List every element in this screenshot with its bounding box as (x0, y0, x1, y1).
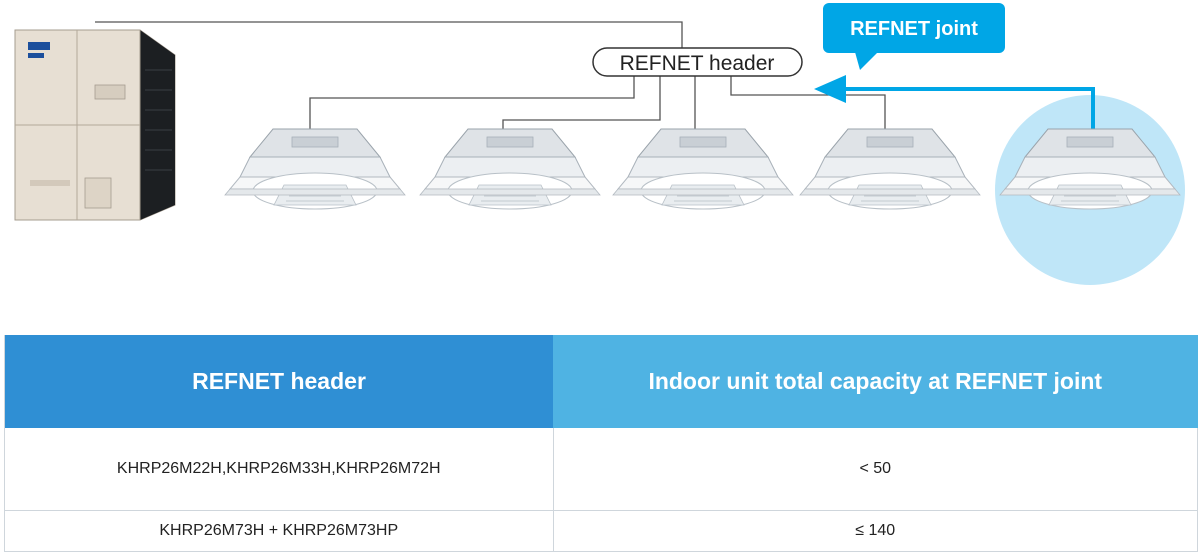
indoor-unit-2 (419, 128, 601, 210)
indoor-unit-3 (612, 128, 794, 210)
column-header-refnet-header: REFNET header (4, 335, 553, 428)
table-cell-model: KHRP26M73H + KHRP26M73HP (4, 510, 554, 552)
refnet-header-label: REFNET header (592, 47, 803, 77)
cassette-unit-icon (799, 128, 981, 210)
cassette-unit-icon (419, 128, 601, 210)
table-row: KHRP26M73H + KHRP26M73HP ≤ 140 (4, 510, 1198, 552)
callout-label: REFNET joint (850, 18, 978, 40)
table-header-row: REFNET header Indoor unit total capacity… (4, 335, 1198, 428)
table-cell-model: KHRP26M22H,KHRP26M33H,KHRP26M72H (4, 428, 554, 511)
piping-diagram: REFNET joint REFNET header (14, 3, 1185, 285)
table-cell-capacity: ≤ 140 (553, 510, 1198, 552)
indoor-unit-1 (224, 128, 406, 210)
header-label-text: REFNET header (620, 52, 775, 75)
cassette-unit-icon (612, 128, 794, 210)
table-cell-capacity: < 50 (553, 428, 1198, 511)
column-header-capacity: Indoor unit total capacity at REFNET joi… (553, 335, 1198, 428)
refnet-spec-table: REFNET header Indoor unit total capacity… (4, 335, 1198, 552)
indoor-unit-4 (799, 128, 981, 210)
refnet-joint-callout: REFNET joint (823, 3, 1005, 70)
table-row: KHRP26M22H,KHRP26M33H,KHRP26M72H < 50 (4, 428, 1198, 511)
cassette-unit-icon (224, 128, 406, 210)
outdoor-vrv-unit-icon (14, 29, 176, 221)
